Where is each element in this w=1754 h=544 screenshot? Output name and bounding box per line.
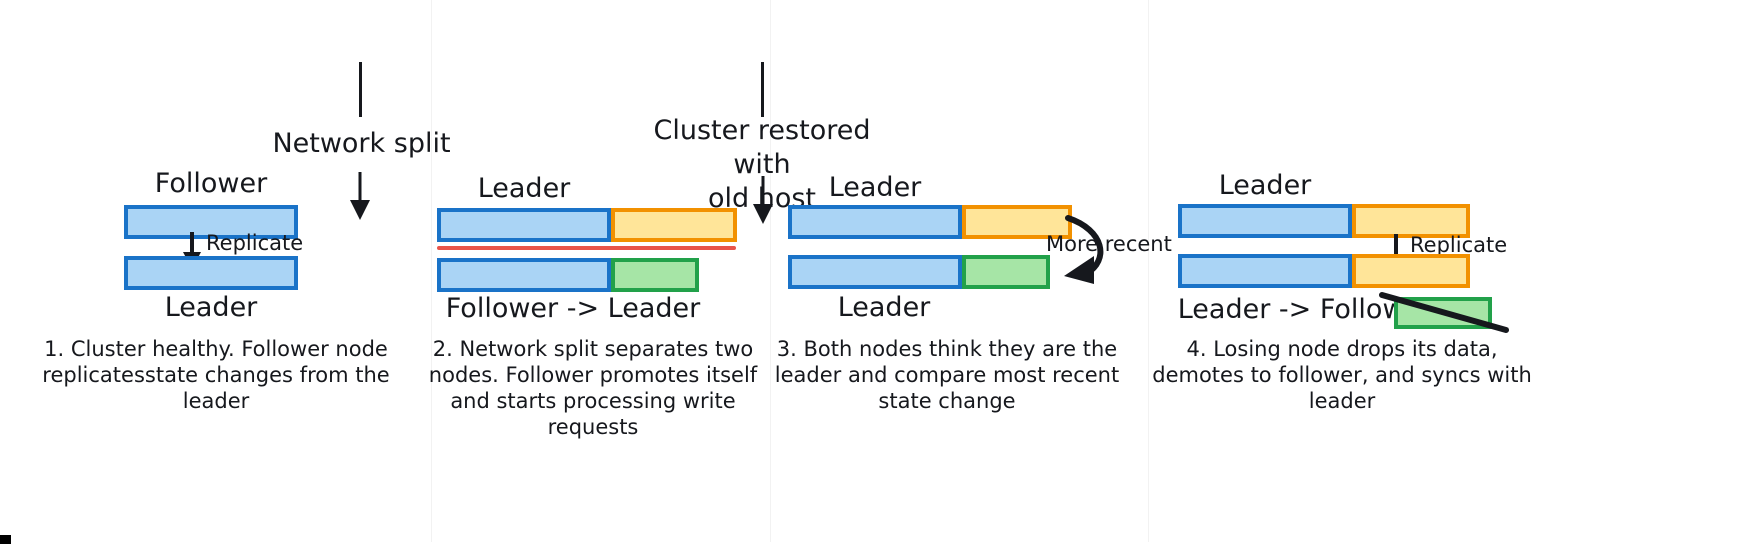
panel-3-caption: 3. Both nodes think they are the leader … — [774, 337, 1120, 413]
panel-4-bottom-segment-orange — [1352, 254, 1470, 288]
network-split-label: Network split — [272, 128, 451, 159]
panel-2-caption: 2. Network split separates two nodes. Fo… — [428, 337, 758, 439]
panel-3-top-segment-blue — [788, 205, 962, 239]
panel-1-caption: 1. Cluster healthy. Follower node replic… — [42, 337, 390, 413]
panel-1-top-segment-blue — [124, 205, 298, 239]
panel-divider-2 — [770, 0, 771, 542]
cluster-restored-arrow-icon — [753, 176, 773, 224]
panel-divider-1 — [431, 0, 432, 542]
panel-2-top-bar — [437, 208, 737, 242]
panel-2-bottom-bar — [437, 258, 699, 292]
network-split-stem — [359, 62, 362, 117]
panel-1-replicate-label: Replicate — [206, 231, 304, 255]
panel-2-top-segment-blue — [437, 208, 611, 242]
panel-4-top-label: Leader — [1218, 170, 1312, 201]
panel-1-bottom-label: Leader — [164, 292, 258, 323]
panel-2-bottom-segment-blue — [437, 258, 611, 292]
panel-divider-3 — [1148, 0, 1149, 542]
corner-mark — [0, 535, 11, 544]
panel-4-top-segment-blue — [1178, 204, 1352, 238]
panel-4-top-segment-orange — [1352, 204, 1470, 238]
panel-3-bottom-segment-green — [962, 255, 1050, 289]
panel-1-bottom-bar — [124, 256, 298, 290]
panel-2-bottom-label: Follower -> Leader — [445, 293, 701, 324]
panel-4-strikethrough-line-icon — [1379, 292, 1509, 333]
panel-3-more-recent-label: More recent — [1046, 232, 1172, 256]
panel-2-top-label: Leader — [477, 173, 571, 204]
panel-2-network-split-line — [437, 246, 736, 250]
panel-2-bottom-segment-green — [611, 258, 699, 292]
panel-3-more-recent-arrow-icon — [1064, 215, 1104, 284]
panel-4-top-bar — [1178, 204, 1470, 238]
panel-3-bottom-label: Leader — [837, 292, 931, 323]
panel-3-top-bar — [788, 205, 1072, 239]
panel-2-top-segment-orange — [611, 208, 737, 242]
panel-3-top-segment-orange — [962, 205, 1072, 239]
cluster-restored-stem — [761, 62, 764, 117]
panel-4-replicate-label: Replicate — [1410, 233, 1508, 257]
network-split-arrow-icon — [350, 172, 370, 220]
panel-3-bottom-bar — [788, 255, 1050, 289]
panel-1-top-label: Follower — [154, 168, 268, 199]
panel-4-bottom-segment-blue — [1178, 254, 1352, 288]
panel-1-top-bar — [124, 205, 298, 239]
panel-1-bottom-segment-blue — [124, 256, 298, 290]
panel-4-bottom-bar — [1178, 254, 1470, 288]
panel-3-bottom-segment-blue — [788, 255, 962, 289]
panel-4-caption: 4. Losing node drops its data, demotes t… — [1152, 337, 1532, 413]
panel-3-top-label: Leader — [828, 172, 922, 203]
